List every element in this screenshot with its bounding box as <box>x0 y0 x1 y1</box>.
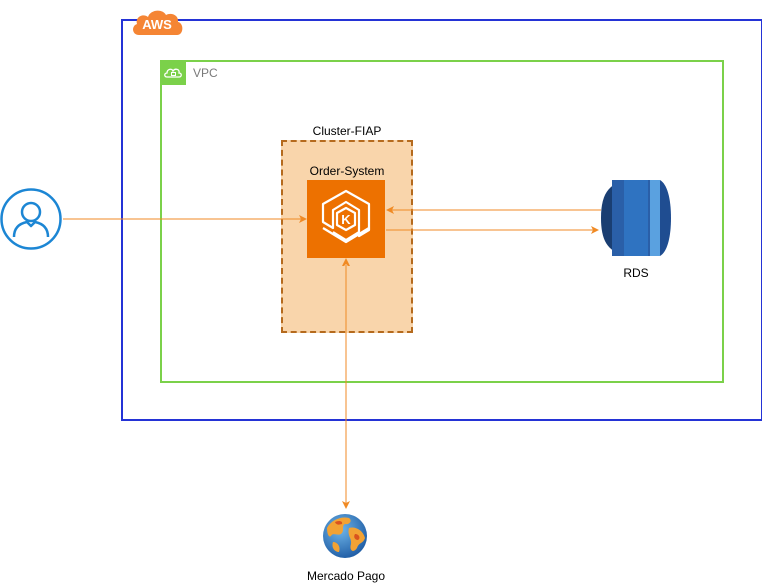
vpc-boundary <box>160 60 724 383</box>
rds-label: RDS <box>623 266 649 280</box>
rds-database-icon[interactable] <box>600 178 672 258</box>
vpc-badge-icon <box>161 61 186 85</box>
aws-badge-text: AWS <box>142 17 172 32</box>
mercadopago-label: Mercado Pago <box>306 569 386 583</box>
cluster-label: Cluster-FIAP <box>312 124 382 138</box>
svg-text:K: K <box>341 212 351 227</box>
globe-icon[interactable] <box>321 512 369 560</box>
vpc-label: VPC <box>193 66 218 80</box>
user-icon[interactable] <box>0 188 64 250</box>
aws-cloud-badge: AWS <box>133 10 183 35</box>
eks-kubernetes-icon[interactable]: K <box>307 180 385 258</box>
service-label: Order-System <box>309 164 385 178</box>
